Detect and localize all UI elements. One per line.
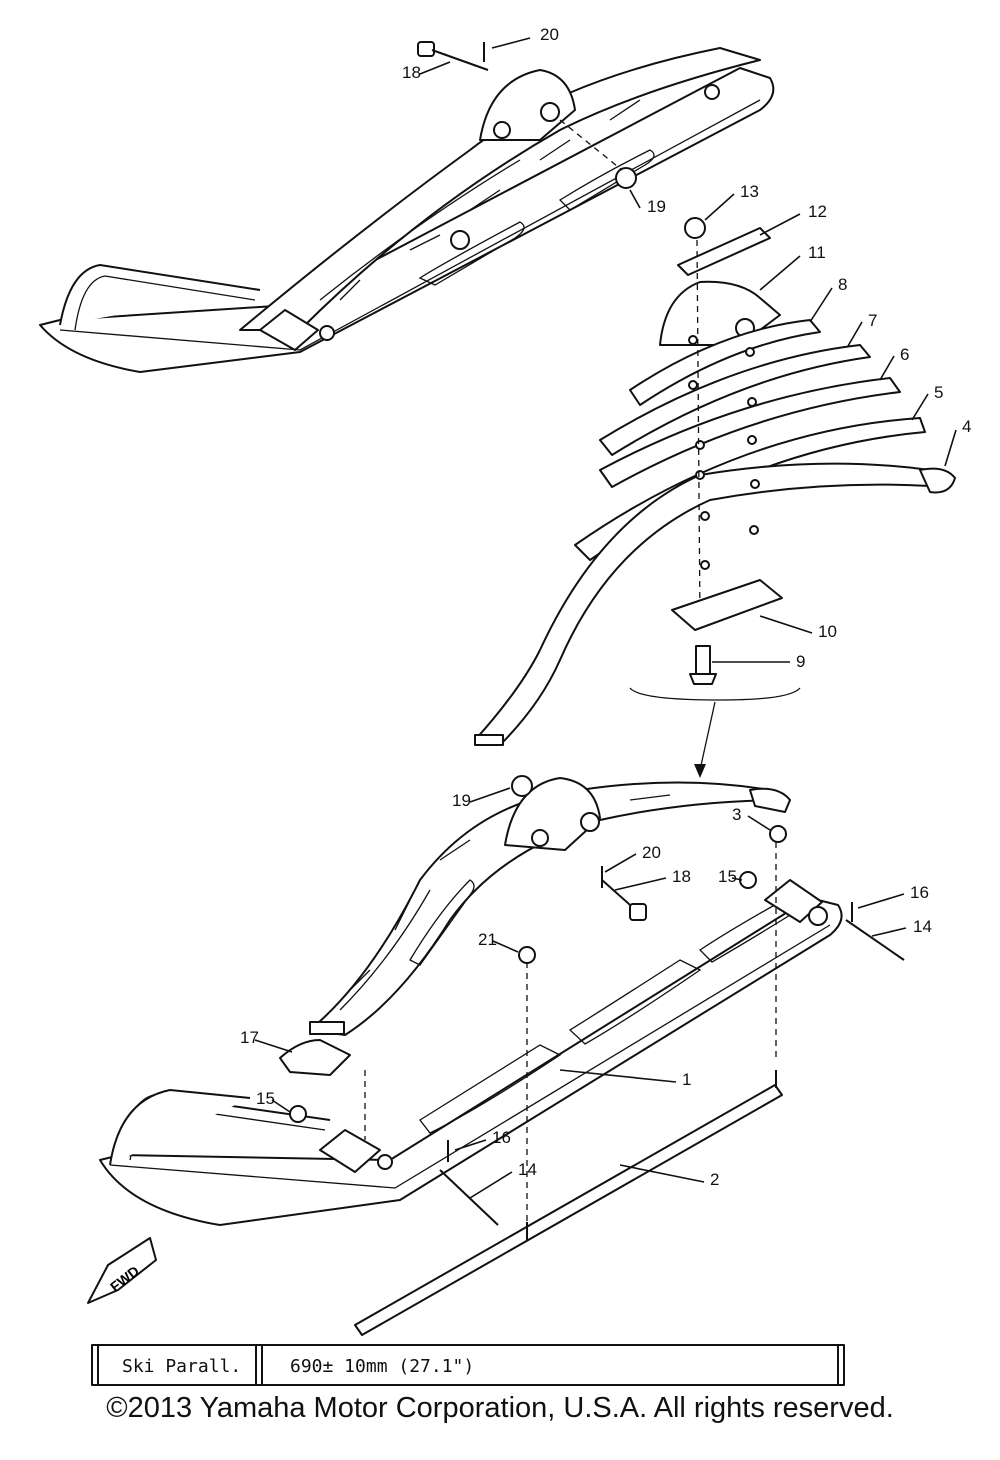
callout-16: 16: [492, 1128, 511, 1147]
callout-leaders: [254, 37, 957, 1199]
callout-4: 4: [962, 417, 971, 436]
callout-20: 20: [642, 843, 661, 862]
callout-9: 9: [796, 652, 805, 671]
nut-3: [769, 825, 787, 843]
front-pin-14: [439, 1140, 499, 1226]
exploded-parts-diagram: FWD 201819131211876541091932018151614211…: [39, 25, 971, 1386]
spec-label: Ski Parall.: [122, 1356, 241, 1377]
callout-14: 14: [913, 917, 932, 936]
upper-ski-assembly: [39, 47, 775, 373]
forward-arrow-icon: FWD: [87, 1237, 157, 1304]
lower-nut-19: [511, 775, 533, 797]
callout-3: 3: [732, 805, 741, 824]
callout-6: 6: [900, 345, 909, 364]
rear-pin-14: [845, 902, 905, 961]
callout-10: 10: [818, 622, 837, 641]
upper-bolt-18: [417, 41, 489, 71]
callout-18: 18: [402, 63, 421, 82]
copyright-notice: ©2013 Yamaha Motor Corporation, U.S.A. A…: [106, 1392, 894, 1424]
nut-15-rear: [739, 871, 757, 889]
callout-21: 21: [478, 930, 497, 949]
callout-20: 20: [540, 25, 559, 44]
callout-5: 5: [934, 383, 943, 402]
spec-value: 690± 10mm (27.1"): [290, 1356, 474, 1377]
callout-13: 13: [740, 182, 759, 201]
nut-21: [518, 946, 536, 964]
callout-8: 8: [838, 275, 847, 294]
callout-14: 14: [518, 1160, 537, 1179]
lower-ski-assembly: [99, 777, 843, 1226]
callout-1: 1: [682, 1070, 691, 1089]
callout-labels: 20 18 19 13 12 11 8 7 6 54 10 9 19 3 20 18 15 16 14 21 17 1 15…: [240, 25, 971, 1189]
callout-19: 19: [452, 791, 471, 810]
callout-15: 15: [718, 867, 737, 886]
callout-11: 11: [808, 243, 826, 262]
callout-2: 2: [710, 1170, 719, 1189]
nut-15-front: [289, 1105, 307, 1123]
leaf-spring-stack: [474, 217, 956, 746]
callout-18: 18: [672, 867, 691, 886]
callout-19: 19: [647, 197, 666, 216]
callout-16: 16: [910, 883, 929, 902]
upper-nut-19: [615, 167, 637, 189]
callout-12: 12: [808, 202, 827, 221]
callout-15: 15: [256, 1089, 275, 1108]
wear-bar-2: [354, 1070, 783, 1336]
callout-7: 7: [868, 311, 877, 330]
lower-bolt-18: [601, 866, 647, 921]
spec-table: Ski Parall. 690± 10mm (27.1"): [91, 1344, 845, 1386]
bracket-17: [279, 1039, 351, 1076]
callout-17: 17: [240, 1028, 259, 1047]
